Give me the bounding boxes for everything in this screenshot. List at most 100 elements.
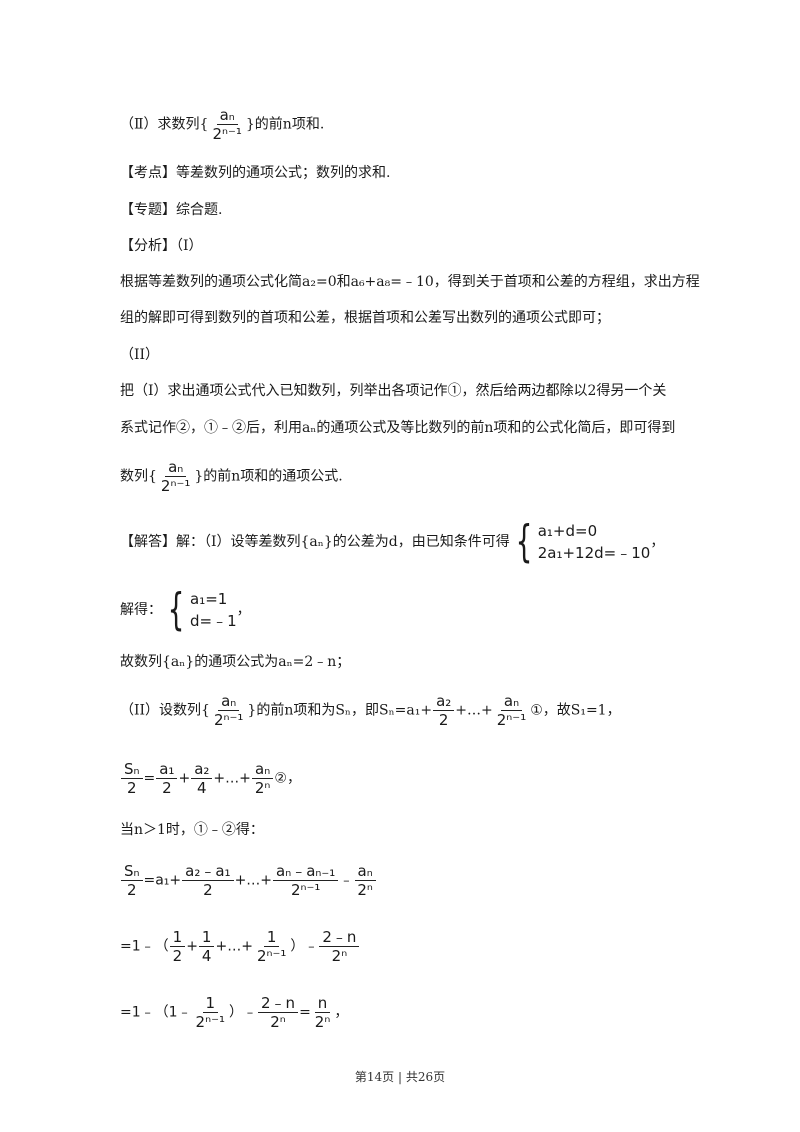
fraction-numerator: 2﹣n <box>319 928 360 947</box>
text: +…+ <box>215 938 253 955</box>
fraction-denominator: 2ⁿ⁻¹ <box>256 947 287 965</box>
fraction-denominator: 2ⁿ <box>254 779 271 797</box>
text: ）﹣ <box>229 1004 257 1021</box>
text: = <box>143 770 156 787</box>
text: +…+ <box>455 702 493 719</box>
equation-row: d=﹣1 <box>190 612 237 630</box>
fenxi-line-2: 组的解即可得到数列的首项和公差，根据首项和公差写出数列的通项公式即可； <box>120 310 610 326</box>
left-brace: { <box>515 516 533 567</box>
fraction-numerator: aₙ﹣aₙ₋₁ <box>273 862 339 881</box>
fraction-denominator: 2 <box>126 881 137 899</box>
left-brace: { <box>167 584 185 635</box>
fenxi-line-5: 系式记作②，①﹣②后，利用aₙ的通项公式及等比数列的前n项和的公式化简后，即可得… <box>120 420 676 436</box>
fraction-numerator: a₁ <box>156 760 178 779</box>
fraction-numerator: n <box>314 994 331 1013</box>
fraction-numerator: Sₙ <box>121 760 143 779</box>
equation-row: 2a₁+12d=﹣10 <box>537 544 651 562</box>
fraction-denominator: 4 <box>197 779 207 797</box>
general-term-line: 故数列{aₙ}的通项公式为aₙ=2﹣n； <box>120 654 351 670</box>
text: （Ⅱ）求数列{ <box>120 116 209 133</box>
fraction-denominator: 2ⁿ⁻¹ <box>496 711 527 729</box>
fraction-numerator: 1 <box>198 928 215 947</box>
fenxi-line-3: （II） <box>120 347 160 363</box>
text: （II）设数列{ <box>120 702 210 719</box>
fraction-numerator: aₙ <box>165 458 187 477</box>
zhuanti-line: 【专题】综合题. <box>120 202 223 218</box>
fraction-denominator: 2ⁿ⁻¹ <box>195 1013 225 1031</box>
text: =a₁+ <box>143 872 182 889</box>
fraction-numerator: aₙ <box>252 760 274 779</box>
text: +…+ <box>234 872 273 889</box>
fraction-numerator: a₂ <box>191 760 213 779</box>
fraction-numerator: a₂﹣a₁ <box>182 862 234 881</box>
fraction-numerator: 1 <box>169 928 186 947</box>
text: }的前n项和. <box>245 116 325 133</box>
fraction-numerator: aₙ <box>218 692 240 711</box>
fraction-denominator: 2ⁿ <box>357 881 373 899</box>
fenxi-heading: 【分析】（I） <box>120 238 203 254</box>
fraction-denominator: 2 <box>126 779 137 797</box>
fraction-denominator: 2ⁿ⁻¹ <box>160 477 191 495</box>
fraction-denominator: 4 <box>201 947 212 965</box>
fraction-denominator: 2 <box>172 947 183 965</box>
fraction-denominator: 2ⁿ <box>314 1013 331 1031</box>
text: =1﹣（1﹣ <box>120 1004 192 1021</box>
fraction-denominator: 2 <box>203 881 213 899</box>
text: 解得： <box>120 602 162 618</box>
fenxi-line-4: 把（I）求出通项公式代入已知数列，列举出各项记作①，然后给两边都除以2得另一个关 <box>120 383 667 399</box>
fraction-numerator: 1 <box>263 928 280 947</box>
fraction-numerator: 1 <box>202 994 219 1013</box>
text: =1﹣（ <box>120 938 169 955</box>
kaodian-line: 【考点】等差数列的通项公式；数列的求和. <box>120 165 391 181</box>
fraction-numerator: Sₙ <box>121 862 143 881</box>
fraction-denominator: 2ⁿ⁻¹ <box>213 711 244 729</box>
text: +…+ <box>213 770 251 787</box>
fraction-denominator: 2ⁿ <box>270 1013 286 1031</box>
page-footer: 第14页 | 共26页 <box>354 1070 446 1084</box>
text: ①，故S₁=1， <box>530 702 621 719</box>
equation-row: a₁+d=0 <box>537 522 598 540</box>
text: ， <box>236 602 251 618</box>
text: + <box>178 770 191 787</box>
text: ②， <box>274 770 301 787</box>
text: }的前n项和为Sₙ，即Sₙ=a₁+ <box>247 702 433 719</box>
text: 数列{ <box>120 468 157 485</box>
equation-system: {a₁+d=0 2a₁+12d=﹣10 <box>510 516 651 567</box>
fraction-numerator: aₙ <box>500 692 523 711</box>
fraction-denominator: 2ⁿ <box>331 947 348 965</box>
fraction-numerator: 2﹣n <box>258 994 299 1013</box>
text: 【解答】解：（I）设等差数列{aₙ}的公差为d，由已知条件可得 <box>120 534 510 550</box>
text: ， <box>334 1004 349 1021</box>
text: }的前n项和的通项公式. <box>194 468 343 485</box>
text: + <box>186 938 198 955</box>
fraction-denominator: 2 <box>162 779 172 797</box>
fenxi-line-1: 根据等差数列的通项公式化简a₂=0和a₆+a₈=﹣10，得到关于首项和公差的方程… <box>120 274 700 290</box>
fraction-numerator: a₂ <box>433 692 455 711</box>
text: = <box>299 1004 311 1021</box>
fraction-denominator: 2ⁿ⁻¹ <box>290 881 321 899</box>
